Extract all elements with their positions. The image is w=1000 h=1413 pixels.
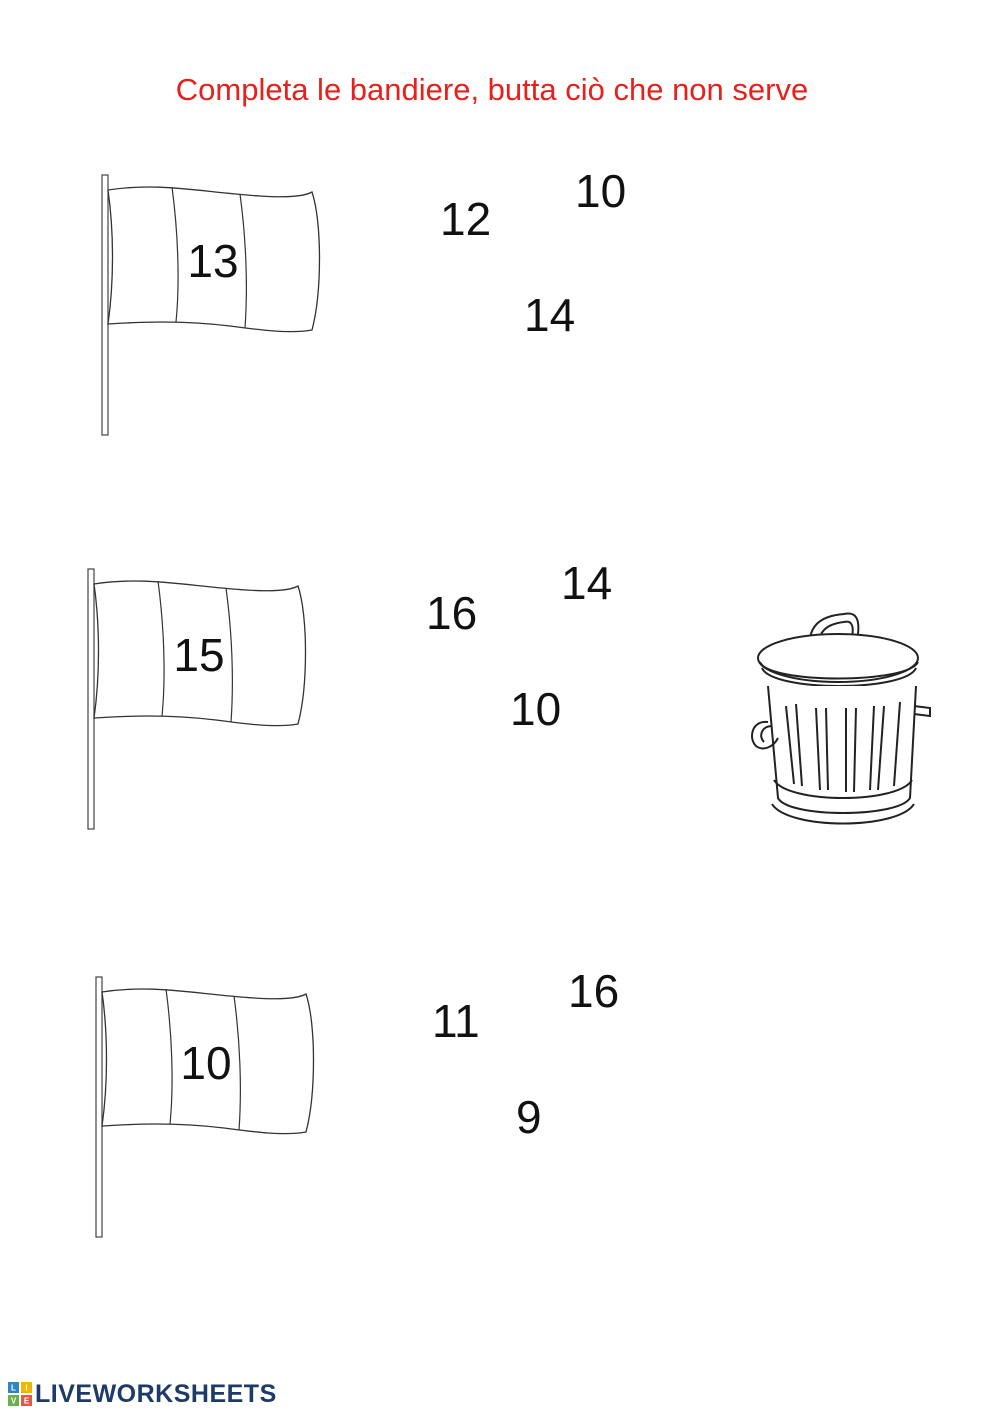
option-1-3[interactable]: 14 bbox=[524, 289, 576, 341]
flag-3-icon bbox=[95, 976, 315, 1238]
logo-letter-2: I bbox=[25, 1384, 27, 1393]
flag-2-icon bbox=[87, 568, 307, 830]
option-3-2[interactable]: 16 bbox=[568, 965, 620, 1017]
trash-can-icon[interactable] bbox=[748, 608, 938, 838]
liveworksheets-logo-icon: L I V E bbox=[8, 1382, 32, 1406]
logo-letter-4: E bbox=[24, 1397, 30, 1406]
option-3-3[interactable]: 9 bbox=[516, 1091, 542, 1143]
flag-3-number: 10 bbox=[180, 1037, 232, 1089]
instruction-text: Completa le bandiere, butta ciò che non … bbox=[175, 72, 809, 107]
option-1-2[interactable]: 10 bbox=[575, 165, 627, 217]
logo-letter-3: V bbox=[11, 1397, 17, 1406]
option-2-3[interactable]: 10 bbox=[510, 683, 562, 735]
footer-brand[interactable]: L I V E LIVEWORKSHEETS bbox=[8, 1377, 277, 1411]
option-2-2[interactable]: 14 bbox=[561, 557, 613, 609]
option-1-1[interactable]: 12 bbox=[440, 193, 492, 245]
option-2-1[interactable]: 16 bbox=[426, 587, 478, 639]
logo-letter-1: L bbox=[11, 1384, 16, 1393]
footer-brand-text: LIVEWORKSHEETS bbox=[35, 1379, 277, 1408]
option-3-1[interactable]: 11 bbox=[432, 995, 480, 1047]
flag-1-icon bbox=[101, 174, 321, 436]
flag-2-number: 15 bbox=[173, 629, 225, 681]
flag-1-number: 13 bbox=[187, 235, 239, 287]
